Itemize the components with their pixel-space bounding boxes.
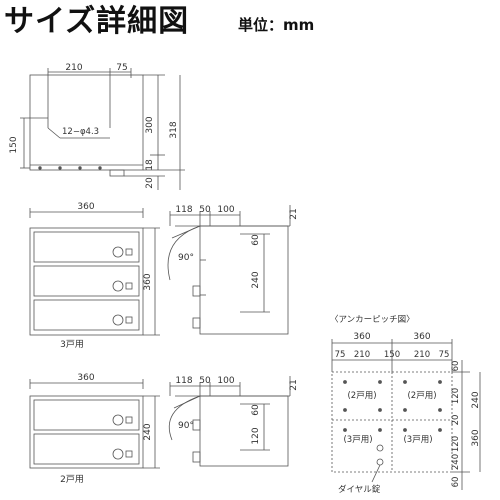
dial-lock-icon <box>376 458 384 466</box>
front-view-2 <box>29 379 160 469</box>
top-view-labels: 210 75 300 318 150 18 20 12−φ4.3 <box>9 63 179 189</box>
side-view-3 <box>167 205 291 335</box>
dim-label: 210 <box>354 350 370 360</box>
door-3-3 <box>33 299 140 331</box>
dim-label: 18 <box>145 159 155 171</box>
anchor-pitch-diagram <box>331 339 481 490</box>
top-plate-bracket <box>109 169 125 177</box>
dim-label: 100 <box>217 376 234 386</box>
dim-label: 50 <box>199 205 211 215</box>
dim-label: 20 <box>145 177 155 189</box>
dim-label: 210 <box>65 63 82 73</box>
dim-label: 75 <box>116 63 127 73</box>
open-door-arc <box>168 395 201 441</box>
dim-label: 20 <box>451 415 461 426</box>
dial-lock-icon <box>112 246 124 258</box>
dial-lock-icon <box>112 448 124 460</box>
front-2-outline <box>29 395 144 469</box>
dim-label: 360 <box>143 273 153 290</box>
dim-label: 75 <box>335 350 346 360</box>
dim-label: 240 <box>471 391 481 408</box>
dim-label: 360 <box>471 429 481 446</box>
dim-label: 21 <box>289 379 299 390</box>
unit3-labels: 360 360 3戸用 118 50 100 21 60 240 90° <box>60 202 299 350</box>
dim-label: 240 <box>251 271 261 288</box>
cell-label: (3戸用) <box>343 435 372 445</box>
dim-label: 60 <box>451 477 461 488</box>
angle-label: 90° <box>178 253 194 263</box>
dim-label: 120 <box>451 388 461 404</box>
dim-label: 360 <box>353 332 370 342</box>
dim-label: 300 <box>145 116 155 133</box>
door-2-2 <box>33 433 140 465</box>
cell-label: (2戸用) <box>407 391 436 401</box>
angle-label: 90° <box>178 421 194 431</box>
dial-lock-icon <box>112 414 124 426</box>
dim-label: 21 <box>289 208 299 219</box>
dim-label: 360 <box>413 332 430 342</box>
dim-label: 50 <box>199 376 211 386</box>
side-2-body <box>199 395 289 467</box>
top-view <box>20 68 185 190</box>
dim-label: 150 <box>9 136 19 153</box>
dim-label: 120 <box>251 427 261 444</box>
dial-lock-icon <box>376 444 384 452</box>
caption-2-units: 2戸用 <box>60 474 84 485</box>
dim-label: 60 <box>451 361 461 372</box>
dim-label: 100 <box>217 205 234 215</box>
cell-label: (3戸用) <box>403 435 432 445</box>
dial-lock-leader <box>371 464 381 483</box>
dim-label: 118 <box>175 205 192 215</box>
dial-lock-label: ダイヤル錠 <box>338 484 381 495</box>
cell-label: (2戸用) <box>347 391 376 401</box>
top-plate-outline <box>29 74 144 171</box>
dim-label: 120 <box>451 436 461 452</box>
anchor-title: 〈アンカーピッチ図〉 <box>330 315 415 325</box>
dim-label: 240 <box>451 454 461 470</box>
dim-label: 75 <box>439 350 450 360</box>
side-view-2 <box>168 376 291 467</box>
dim-label: 60 <box>251 404 261 416</box>
dim-label: 318 <box>169 121 179 138</box>
dim-label: 360 <box>77 373 94 383</box>
hole-spec-label: 12−φ4.3 <box>62 127 99 137</box>
dial-lock-icon <box>112 280 124 292</box>
dim-label: 150 <box>384 350 400 360</box>
front-3-outline <box>29 227 144 336</box>
dim-label: 360 <box>77 202 94 212</box>
door-3-1 <box>33 231 140 263</box>
dim-label: 240 <box>143 423 153 440</box>
caption-3-units: 3戸用 <box>60 339 84 350</box>
front-view-3 <box>29 208 160 336</box>
unit2-labels: 360 240 2戸用 118 50 100 21 60 120 90° <box>60 373 299 485</box>
door-2-1 <box>33 399 140 431</box>
unit-label: 単位：mm <box>238 16 315 34</box>
side-3-body <box>199 225 289 335</box>
dim-label: 210 <box>414 350 430 360</box>
door-3-2 <box>33 265 140 297</box>
dim-label: 118 <box>175 376 192 386</box>
anchor-labels: 〈アンカーピッチ図〉 360 360 75 210 150 210 75 60 … <box>330 315 481 495</box>
dial-lock-icon <box>112 314 124 326</box>
page-title: サイズ詳細図 <box>4 4 190 39</box>
dim-label: 60 <box>251 234 261 246</box>
